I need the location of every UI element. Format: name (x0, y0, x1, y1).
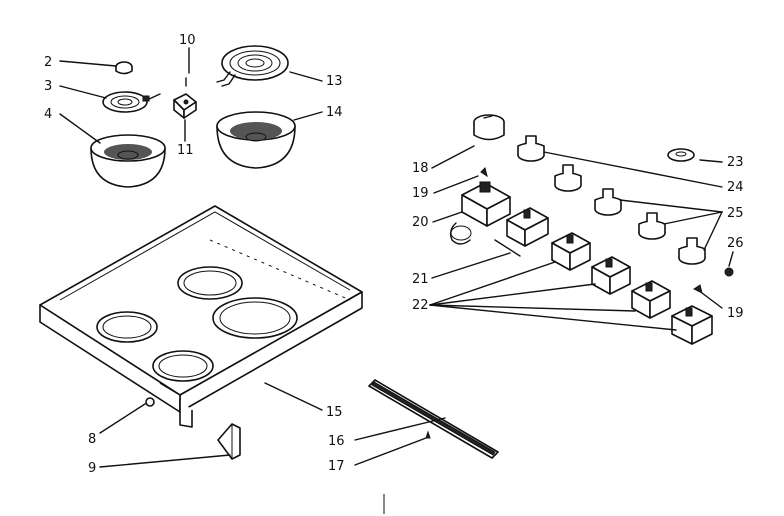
cooktop-panel (39, 205, 363, 428)
callout-4: 4 (44, 107, 52, 122)
control-knob-2 (554, 164, 582, 192)
indicator-lamp (724, 267, 734, 277)
callout-3: 3 (44, 79, 52, 94)
callout-10: 10 (179, 33, 196, 48)
cooktop-burner-openings (96, 266, 298, 382)
control-knob-1 (517, 135, 545, 162)
large-surface-element (216, 45, 289, 87)
callout-24: 24 (727, 180, 744, 195)
small-surface-element (102, 91, 161, 113)
callout-16: 16 (328, 434, 345, 449)
control-knob-large (473, 114, 505, 141)
switch-5 (671, 305, 713, 345)
callout-14: 14 (326, 105, 343, 120)
callout-15: 15 (326, 405, 343, 420)
switch-4 (631, 280, 671, 319)
leader-lines (59, 47, 734, 468)
large-drip-bowl (216, 111, 296, 169)
callout-21: 21 (412, 272, 429, 287)
indicator-lens (667, 148, 695, 162)
callout-26: 26 (727, 236, 744, 251)
switch-spring (480, 167, 488, 178)
callout-25: 25 (727, 206, 744, 221)
trim-strip (368, 379, 499, 459)
callout-22: 22 (412, 298, 429, 313)
strip-screw (425, 430, 431, 439)
callout-labels: 2 3 4 8 9 10 11 13 14 15 16 17 18 19 20 … (44, 33, 744, 476)
callout-11: 11 (177, 143, 194, 158)
control-knob-5 (678, 237, 706, 265)
control-knob-3 (594, 188, 622, 216)
callout-9: 9 (88, 461, 96, 476)
mounting-screw (145, 397, 155, 407)
callout-19-upper: 19 (412, 186, 429, 201)
callout-8: 8 (88, 432, 96, 447)
callout-17: 17 (328, 459, 345, 474)
switch-1 (506, 207, 549, 247)
wire-lead (494, 239, 521, 257)
callout-19-lower: 19 (727, 306, 744, 321)
small-drip-bowl (90, 134, 166, 188)
callout-20: 20 (412, 215, 429, 230)
callout-23: 23 (727, 155, 744, 170)
switch-3 (591, 256, 631, 295)
hinge-bracket (217, 423, 241, 460)
callout-13: 13 (326, 74, 343, 89)
switch-screw (693, 284, 703, 294)
callout-18: 18 (412, 161, 429, 176)
control-knob-4 (638, 212, 666, 240)
terminal-block (173, 93, 197, 119)
small-burner-knob (115, 61, 133, 75)
switch-2 (551, 232, 591, 271)
infinite-switch (449, 181, 511, 245)
callout-2: 2 (44, 55, 52, 70)
